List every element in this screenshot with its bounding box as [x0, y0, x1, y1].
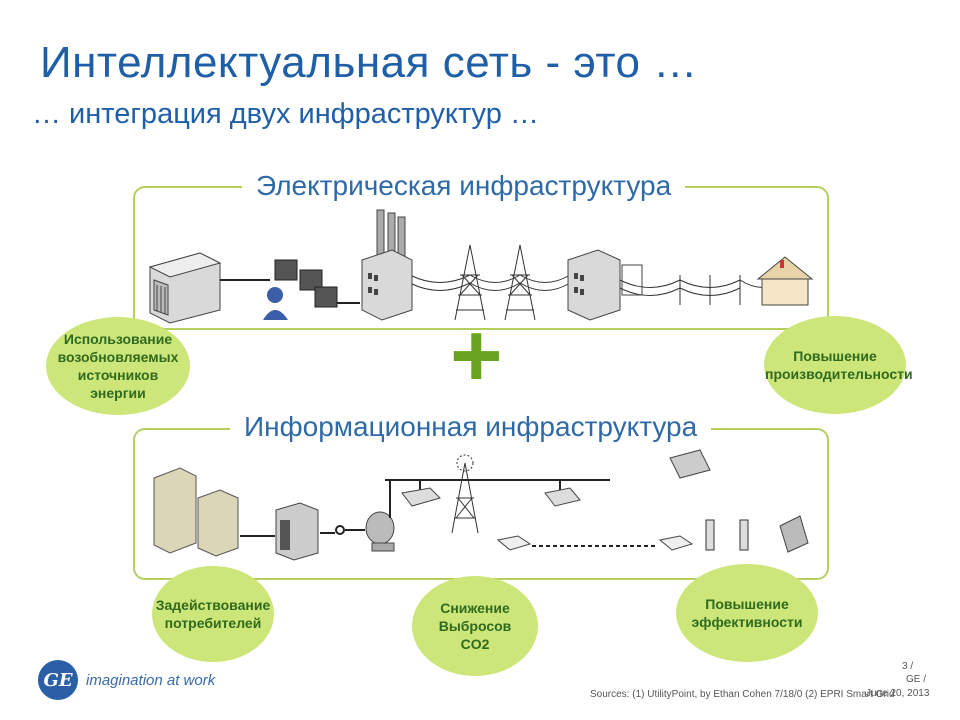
plus-sign: + — [450, 306, 503, 406]
oval-productivity-text: Повышение производительности — [765, 348, 913, 382]
transmission-tower-icon — [454, 244, 536, 321]
oval-productivity: Повышение производительности — [764, 316, 913, 414]
oval-efficiency: Повышение эффективности — [676, 564, 818, 662]
house-icon — [756, 256, 814, 306]
page-number: 3 / — [902, 661, 914, 672]
information-illustration — [153, 449, 809, 561]
satellite-dish-icon — [365, 511, 395, 552]
wireless-antenna-icon — [705, 519, 749, 551]
mobile-phone-icon — [779, 515, 809, 553]
oval-renewable-energy-text: Использование возобновляемых источников … — [57, 331, 179, 401]
oval-renewable-energy: Использование возобновляемых источников … — [46, 317, 190, 415]
sources-text: Sources: (1) UtilityPoint, by Ethan Cohe… — [590, 689, 895, 700]
substation-icon — [567, 249, 643, 321]
electric-illustration — [148, 209, 814, 324]
page-subtitle: … интеграция двух инфраструктур … — [32, 98, 539, 130]
switch-icon — [544, 487, 581, 507]
servers-icon — [153, 467, 239, 557]
oval-consumer-engagement: Задействование потребителей — [152, 566, 274, 662]
operator-computers-icon — [263, 259, 338, 320]
ge-logo-text: GE — [43, 669, 73, 691]
electric-infrastructure-label: Электрическая инфраструктура — [242, 170, 686, 202]
page-title: Интеллектуальная сеть - это … — [40, 38, 698, 87]
server-rack-icon — [275, 502, 319, 561]
power-plant-icon — [361, 209, 413, 321]
modem-icon — [658, 535, 694, 551]
modem-icon — [496, 535, 532, 551]
satellite-icon — [669, 449, 711, 479]
tagline: imagination at work — [86, 672, 216, 689]
information-infrastructure-label: Информационная инфраструктура — [230, 411, 712, 443]
oval-consumer-engagement-text: Задействование потребителей — [155, 597, 271, 631]
footer-date: June 20, 2013 — [866, 688, 930, 699]
company-label: GE / — [906, 674, 927, 685]
bank-building-icon — [148, 252, 222, 324]
router-icon — [401, 487, 441, 507]
oval-efficiency-text: Повышение эффективности — [691, 596, 803, 630]
ge-logo: GE — [38, 660, 78, 700]
radio-tower-icon — [451, 454, 479, 534]
oval-co2-reduction-text: Снижение Выбросов CO2 — [438, 600, 512, 652]
oval-co2-reduction: Снижение Выбросов CO2 — [412, 576, 538, 676]
